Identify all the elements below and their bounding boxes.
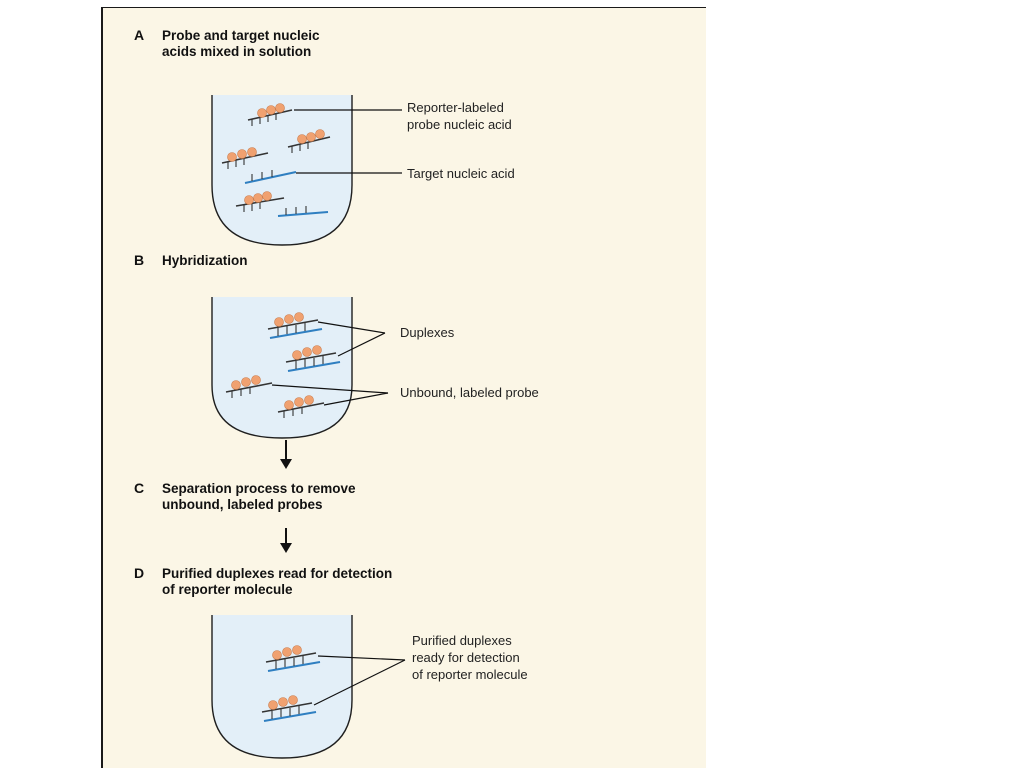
reporter-label-icon	[244, 195, 254, 205]
leader-line	[323, 392, 389, 406]
tube-b	[211, 297, 353, 439]
reporter-label-icon	[231, 380, 241, 390]
reporter-label-icon	[262, 191, 272, 201]
reporter-label-icon	[247, 147, 257, 157]
step-c-title-line1: Separation process to remove	[162, 481, 356, 496]
duplex	[265, 645, 321, 672]
duplex	[267, 312, 323, 339]
step-b-title: Hybridization	[162, 253, 248, 268]
callout-purified-line3: of reporter molecule	[412, 667, 528, 682]
unbound-probe	[277, 395, 325, 418]
reporter-label-icon	[266, 105, 276, 115]
target-strand	[277, 206, 329, 217]
reporter-label-icon	[241, 377, 251, 387]
down-arrow-icon	[280, 528, 292, 553]
probe-strand	[287, 129, 331, 153]
reporter-label-icon	[237, 149, 247, 159]
callout-probe-line1: Reporter-labeled	[407, 100, 504, 115]
probe-strand	[235, 191, 285, 212]
callout-purified-line2: ready for detection	[412, 650, 520, 665]
reporter-label-icon	[275, 103, 285, 113]
duplex	[285, 345, 341, 372]
leader-line	[317, 321, 386, 334]
reporter-label-icon	[312, 345, 322, 355]
reporter-label-icon	[292, 645, 302, 655]
down-arrow-icon	[280, 440, 292, 469]
reporter-label-icon	[297, 134, 307, 144]
reporter-label-icon	[282, 647, 292, 657]
step-d-title-line1: Purified duplexes read for detection	[162, 566, 392, 581]
probe-strand	[221, 147, 269, 169]
step-b-letter: B	[134, 252, 144, 268]
duplex	[261, 695, 317, 722]
step-d-letter: D	[134, 565, 144, 581]
reporter-label-icon	[294, 397, 304, 407]
leader-line	[317, 655, 406, 661]
tube-a-strands	[221, 103, 331, 217]
step-a-title-line2: acids mixed in solution	[162, 44, 311, 59]
reporter-label-icon	[253, 193, 263, 203]
reporter-label-icon	[315, 129, 325, 139]
callout-purified-line1: Purified duplexes	[412, 633, 512, 648]
unbound-probe	[225, 375, 273, 398]
reporter-label-icon	[268, 700, 278, 710]
reporter-label-icon	[274, 317, 284, 327]
leader-line	[337, 332, 386, 357]
tube-d	[211, 615, 353, 759]
leader-line	[271, 384, 389, 394]
reporter-label-icon	[284, 400, 294, 410]
tube-b-strands	[225, 312, 341, 418]
reporter-label-icon	[304, 395, 314, 405]
step-c-title-line2: unbound, labeled probes	[162, 497, 323, 512]
reporter-label-icon	[278, 697, 288, 707]
target-strand	[244, 170, 297, 184]
reporter-label-icon	[294, 312, 304, 322]
reporter-label-icon	[257, 108, 267, 118]
reporter-label-icon	[288, 695, 298, 705]
reporter-label-icon	[272, 650, 282, 660]
step-d-title-line2: of reporter molecule	[162, 582, 293, 597]
reporter-label-icon	[306, 132, 316, 142]
tube-d-strands	[261, 645, 321, 722]
step-a-title-line1: Probe and target nucleic	[162, 28, 320, 43]
tube-a	[211, 95, 353, 246]
leader-line	[313, 659, 406, 706]
reporter-label-icon	[284, 314, 294, 324]
reporter-label-icon	[302, 347, 312, 357]
reporter-label-icon	[251, 375, 261, 385]
step-a-letter: A	[134, 27, 144, 43]
figure-panel	[101, 7, 706, 768]
step-c-letter: C	[134, 480, 144, 496]
probe-strand	[247, 103, 293, 126]
callout-unbound-probe: Unbound, labeled probe	[400, 385, 539, 400]
reporter-label-icon	[292, 350, 302, 360]
callout-probe-line2: probe nucleic acid	[407, 117, 512, 132]
callout-target: Target nucleic acid	[407, 166, 515, 181]
callout-duplexes: Duplexes	[400, 325, 455, 340]
reporter-label-icon	[227, 152, 237, 162]
